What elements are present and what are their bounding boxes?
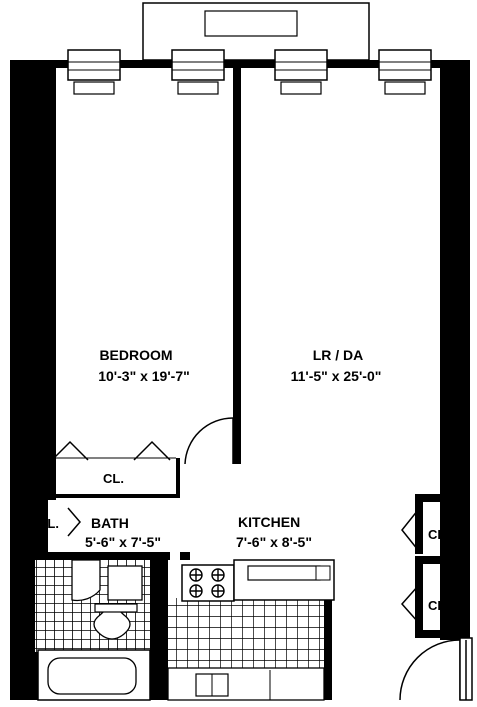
bath-closet-label: CL.: [38, 516, 59, 531]
bedroom-label: BEDROOM: [99, 347, 172, 363]
right-closet-upper-door: [401, 509, 419, 551]
right-closet-upper-label: CL.: [428, 527, 449, 542]
bedroom-closet-label: CL.: [103, 471, 124, 486]
right-closet-lower-door: [400, 585, 419, 623]
partition-wall: [233, 68, 241, 464]
right-closet-lower-label: CL.: [428, 598, 449, 613]
bedroom-closet: [51, 440, 180, 498]
interior-walls: [35, 494, 440, 700]
bath-dimensions: 5'-6" x 7'-5": [85, 534, 161, 550]
living-room-label: LR / DA: [313, 347, 364, 363]
windows: [67, 49, 432, 95]
bath-label: BATH: [91, 515, 129, 531]
bath-closet-door: [67, 507, 81, 537]
kitchen-dimensions: 7'-6" x 8'-5": [236, 534, 312, 550]
kitchen-label: KITCHEN: [238, 514, 300, 530]
window: [171, 49, 225, 95]
bath-fixtures: [35, 559, 151, 701]
bedroom-dimensions: 10'-3" x 19'-7": [98, 368, 190, 384]
window: [67, 49, 121, 95]
entry-door: [399, 637, 473, 701]
window: [378, 49, 432, 95]
stove-burners: [189, 568, 225, 598]
exterior-walls: [10, 60, 470, 700]
bedroom-door: [184, 417, 234, 465]
window: [274, 49, 328, 95]
kitchen-fixtures: [167, 559, 335, 701]
living-room-dimensions: 11'-5" x 25'-0": [291, 368, 382, 384]
